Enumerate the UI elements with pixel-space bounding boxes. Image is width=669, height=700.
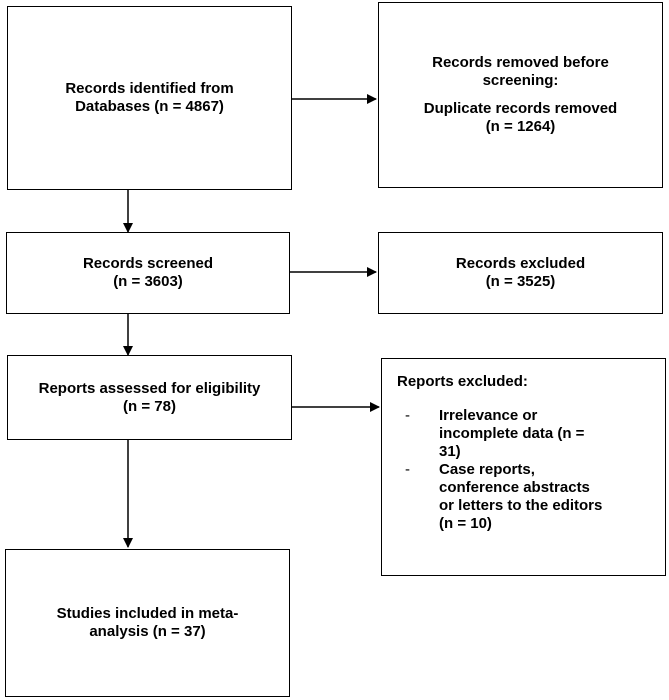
records-removed-line-2: screening: [482, 72, 559, 89]
records-removed-line-1: Records removed before [432, 54, 609, 71]
records-screened-line-1: Records screened [82, 255, 214, 272]
studies-included-line-2: analysis (n = 37) [89, 623, 206, 640]
reports-excluded-item-2-line-3: or letters to the editors [439, 497, 603, 514]
studies-included-box: Studies included in meta- analysis (n = … [5, 549, 290, 697]
reports-excluded-box: Reports excluded: - Irrelevance or incom… [381, 358, 666, 576]
records-excluded-line-2: (n = 3525) [485, 273, 556, 290]
reports-assessed-line-2: (n = 78) [123, 398, 176, 415]
bullet-dash: - [405, 461, 410, 478]
reports-excluded-item-1-line-2: incomplete data (n = [439, 425, 585, 442]
reports-excluded-title: Reports excluded: [397, 373, 528, 390]
reports-excluded-item-2-line-4: (n = 10) [439, 515, 492, 532]
records-screened-box: Records screened (n = 3603) [6, 232, 290, 314]
records-identified-line-1: Records identified from [65, 80, 234, 97]
records-excluded-line-1: Records excluded [455, 255, 586, 272]
reports-assessed-box: Reports assessed for eligibility (n = 78… [7, 355, 292, 440]
records-removed-box: Records removed before screening: Duplic… [378, 2, 663, 188]
records-screened-line-2: (n = 3603) [113, 273, 183, 290]
records-removed-line-4: (n = 1264) [485, 118, 556, 135]
records-removed-line-3: Duplicate records removed [423, 100, 618, 117]
reports-excluded-item-2-line-1: Case reports, [439, 461, 535, 478]
records-identified-box: Records identified from Databases (n = 4… [7, 6, 292, 190]
reports-excluded-list: - Irrelevance or incomplete data (n = 31… [397, 407, 655, 533]
reports-excluded-item-1-line-1: Irrelevance or [439, 407, 538, 424]
reports-excluded-item: - Case reports, conference abstracts or … [397, 461, 655, 533]
studies-included-line-1: Studies included in meta- [56, 605, 239, 622]
bullet-dash: - [405, 407, 410, 424]
reports-assessed-line-1: Reports assessed for eligibility [38, 380, 261, 397]
reports-excluded-item-1-line-3: 31) [439, 443, 461, 460]
records-identified-line-2: Databases (n = 4867) [75, 98, 224, 115]
reports-excluded-item-2-line-2: conference abstracts [439, 479, 590, 496]
records-excluded-box: Records excluded (n = 3525) [378, 232, 663, 314]
reports-excluded-item: - Irrelevance or incomplete data (n = 31… [397, 407, 655, 461]
